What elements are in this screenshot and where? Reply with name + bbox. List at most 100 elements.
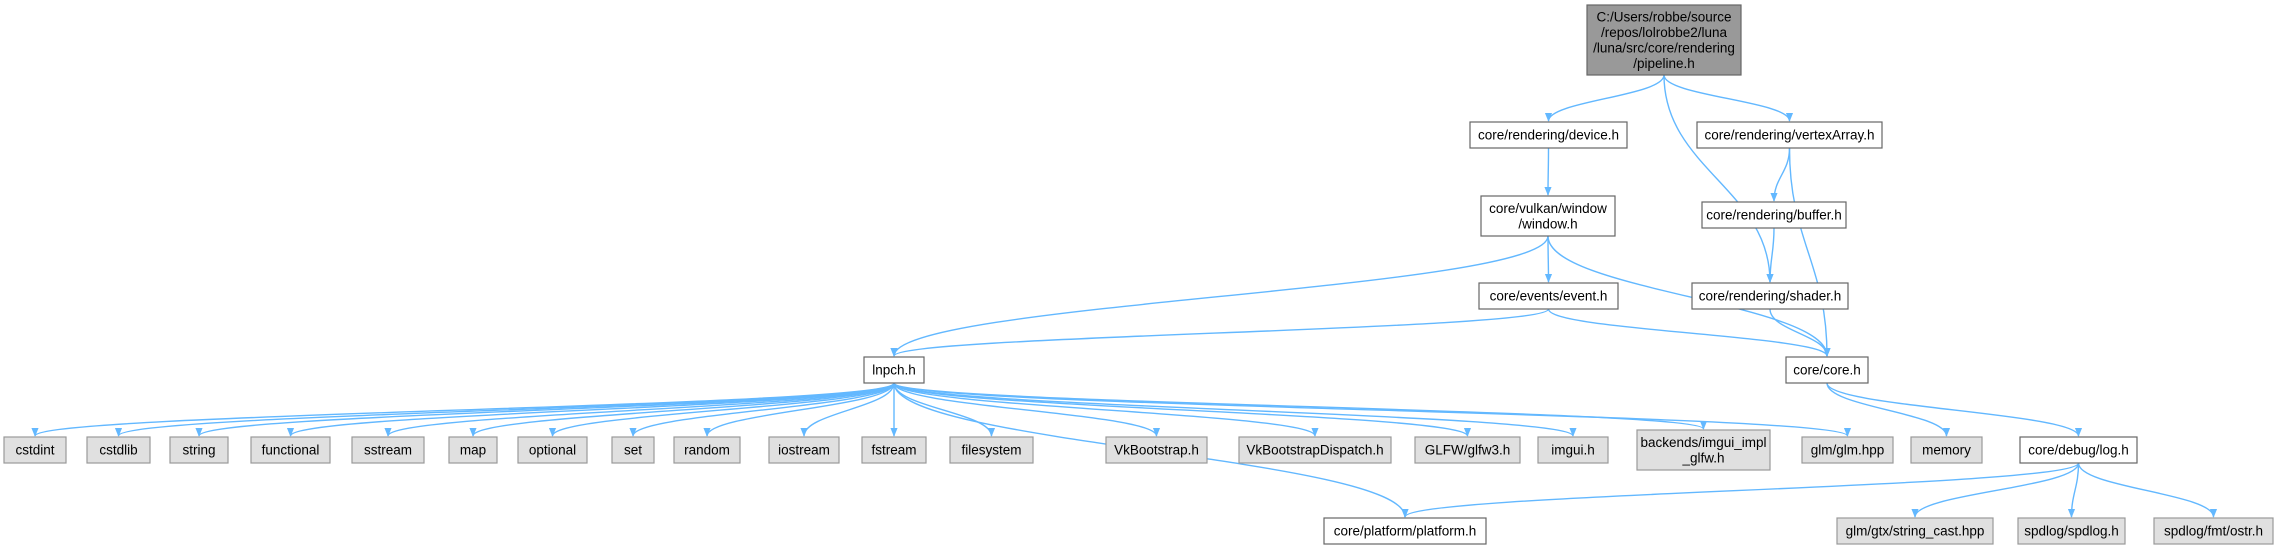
node-pipeline[interactable]: C:/Users/robbe/source/repos/lolrobbe2/lu… [1586, 4, 1742, 76]
node-stringcast[interactable]: glm/gtx/string_cast.hpp [1836, 517, 1994, 545]
edge-lnpch-to-iostream [800, 382, 895, 437]
node-imgui[interactable]: imgui.h [1537, 436, 1609, 464]
node-shader[interactable]: core/rendering/shader.h [1691, 282, 1849, 310]
edge-lnpch-to-random [703, 382, 895, 437]
node-set-label: set [624, 443, 642, 458]
node-window-box [1480, 195, 1616, 237]
edge-window-to-event [1544, 235, 1553, 283]
node-optional[interactable]: optional [517, 436, 588, 464]
node-vkbootstrapdispatch[interactable]: VkBootstrapDispatch.h [1238, 436, 1392, 464]
node-buffer-box [1701, 201, 1847, 229]
node-log[interactable]: core/debug/log.h [2019, 436, 2138, 464]
node-glfw3[interactable]: GLFW/glfw3.h [1414, 436, 1521, 464]
edge-event-to-lnpch [890, 308, 1550, 357]
edge-core-to-memory [1826, 382, 1951, 437]
node-core[interactable]: core/core.h [1785, 356, 1869, 384]
node-log-box [2019, 436, 2138, 464]
node-cstdint[interactable]: cstdint [3, 436, 67, 464]
node-spdlog[interactable]: spdlog/spdlog.h [2017, 517, 2126, 545]
edge-lnpch-to-glm [893, 382, 1851, 437]
node-glm-box [1801, 436, 1894, 464]
node-filesystem-box [949, 436, 1034, 464]
node-event[interactable]: core/events/event.h [1478, 282, 1619, 310]
edge-lnpch-to-sstream [384, 382, 895, 437]
node-functional[interactable]: functional [250, 436, 331, 464]
node-platform[interactable]: core/platform/platform.h [1323, 517, 1487, 545]
dependency-edges [31, 74, 2218, 518]
node-glfw3-box [1414, 436, 1521, 464]
node-device[interactable]: core/rendering/device.h [1469, 121, 1628, 149]
edge-vertex-array-to-buffer [1770, 147, 1791, 202]
node-vertex-array-box [1696, 121, 1883, 149]
node-map[interactable]: map [448, 436, 498, 464]
node-spdlog-label: spdlog/spdlog.h [2024, 524, 2119, 539]
node-optional-label: optional [529, 443, 576, 458]
node-sstream-label: sstream [364, 443, 412, 458]
node-vkbootstrapdispatch-box [1238, 436, 1392, 464]
node-platform-box [1323, 517, 1487, 545]
node-vkbootstrap[interactable]: VkBootstrap.h [1105, 436, 1208, 464]
node-device-box [1469, 121, 1628, 149]
edge-lnpch-to-set [629, 382, 895, 437]
edge-lnpch-to-cstdlib [115, 382, 895, 437]
node-string-box [169, 436, 229, 464]
node-filesystem-label: filesystem [961, 443, 1021, 458]
node-vkbootstrap-label: VkBootstrap.h [1114, 443, 1199, 458]
edge-lnpch-to-imgui [893, 382, 1577, 437]
node-lnpch[interactable]: lnpch.h [863, 356, 925, 384]
node-memory[interactable]: memory [1910, 436, 1983, 464]
node-pipeline-label: /luna/src/core/rendering [1593, 40, 1735, 55]
node-random[interactable]: random [673, 436, 741, 464]
edge-lnpch-to-vkbootstrapdispatch [893, 382, 1319, 437]
node-cstdint-box [3, 436, 67, 464]
edge-window-to-core [1547, 235, 1831, 357]
node-random-box [673, 436, 741, 464]
node-pipeline-label: /pipeline.h [1633, 56, 1695, 71]
edge-lnpch-to-imguiimpl [893, 382, 1707, 430]
node-imguiimpl[interactable]: backends/imgui_impl_glfw.h [1636, 429, 1771, 471]
node-window-label: core/vulkan/window [1489, 201, 1607, 216]
node-vertex-array-label: core/rendering/vertexArray.h [1704, 128, 1874, 143]
node-stringcast-label: glm/gtx/string_cast.hpp [1846, 524, 1985, 539]
node-pipeline-label: C:/Users/robbe/source [1596, 9, 1731, 24]
edge-lnpch-to-filesystem [893, 382, 996, 437]
node-ostr[interactable]: spdlog/fmt/ostr.h [2153, 517, 2274, 545]
node-stringcast-box [1836, 517, 1994, 545]
node-filesystem[interactable]: filesystem [949, 436, 1034, 464]
node-glm[interactable]: glm/glm.hpp [1801, 436, 1894, 464]
node-vertex-array[interactable]: core/rendering/vertexArray.h [1696, 121, 1883, 149]
node-vkbootstrapdispatch-label: VkBootstrapDispatch.h [1246, 443, 1383, 458]
node-functional-label: functional [262, 443, 320, 458]
node-core-box [1785, 356, 1869, 384]
node-set[interactable]: set [611, 436, 655, 464]
node-glfw3-label: GLFW/glfw3.h [1425, 443, 1511, 458]
node-imguiimpl-label: backends/imgui_impl [1640, 435, 1766, 450]
edge-log-to-ostr [2077, 462, 2218, 518]
edge-lnpch-to-map [469, 382, 895, 437]
node-imguiimpl-box [1636, 429, 1771, 471]
node-fstream[interactable]: fstream [861, 436, 927, 464]
node-pipeline-box [1586, 4, 1742, 76]
node-event-box [1478, 282, 1619, 310]
node-random-label: random [684, 443, 730, 458]
node-imguiimpl-label: _glfw.h [1681, 450, 1724, 465]
node-string[interactable]: string [169, 436, 229, 464]
edge-lnpch-to-glfw3 [893, 382, 1471, 437]
node-window-label: /window.h [1518, 216, 1577, 231]
node-fstream-box [861, 436, 927, 464]
node-core-label: core/core.h [1793, 363, 1861, 378]
node-cstdlib[interactable]: cstdlib [86, 436, 151, 464]
edge-shader-to-core [1769, 308, 1831, 357]
node-cstdlib-label: cstdlib [99, 443, 137, 458]
edge-pipeline-to-device [1544, 74, 1665, 122]
node-window[interactable]: core/vulkan/window/window.h [1480, 195, 1616, 237]
node-sstream[interactable]: sstream [351, 436, 425, 464]
node-lnpch-box [863, 356, 925, 384]
node-buffer[interactable]: core/rendering/buffer.h [1701, 201, 1847, 229]
node-optional-box [517, 436, 588, 464]
node-iostream[interactable]: iostream [768, 436, 840, 464]
edge-device-to-window [1544, 147, 1552, 196]
node-imgui-box [1537, 436, 1609, 464]
node-event-label: core/events/event.h [1490, 289, 1608, 304]
